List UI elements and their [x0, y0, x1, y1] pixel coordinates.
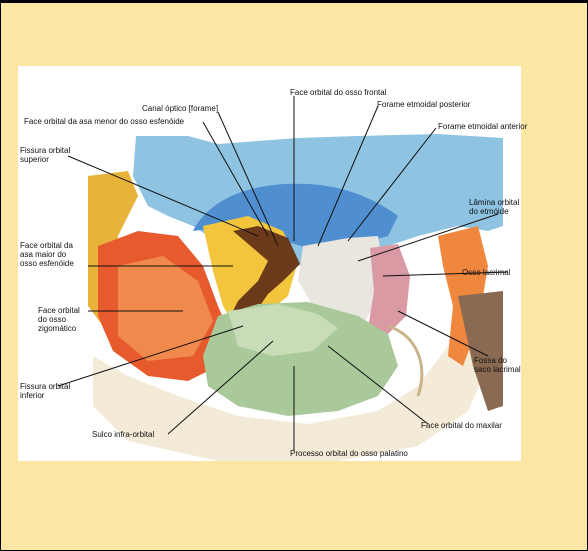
label-line: Fissura orbital — [20, 382, 70, 391]
label-line: do etmóide — [469, 207, 519, 216]
label-line: zigomático — [38, 324, 80, 333]
label-fossa-saco-lacrimal: Fossa do saco lacrimal — [474, 356, 521, 374]
label-canal-optico: Canal óptico [forame] — [142, 104, 218, 113]
label-line: asa maior do — [20, 250, 74, 259]
top-border — [0, 0, 588, 3]
label-face-orbital-asa-maior: Face orbital da asa maior do osso esfenó… — [20, 241, 74, 268]
label-line: inferior — [20, 391, 70, 400]
label-lamina-orbital-etmoide: Lâmina orbital do etmóide — [469, 198, 519, 216]
label-face-orbital-maxilar: Face orbital do maxilar — [421, 421, 502, 430]
label-line: do osso — [38, 315, 80, 324]
label-forame-etmoidal-anterior: Forame etmoidal anterior — [438, 122, 527, 131]
label-line: Lâmina orbital — [469, 198, 519, 207]
label-osso-lacrimal: Osso lacrimal — [462, 268, 510, 277]
label-line: Fissura orbital — [20, 146, 70, 155]
label-face-orbital-zigomatico: Face orbital do osso zigomático — [38, 306, 80, 333]
label-forame-etmoidal-posterior: Forame etmoidal posterior — [377, 100, 470, 109]
label-processo-orbital-palatino: Processo orbital do osso palatino — [290, 449, 408, 458]
label-line: Face orbital da — [20, 241, 74, 250]
label-line: Face orbital — [38, 306, 80, 315]
label-line: osso esfenóide — [20, 259, 74, 268]
orbit-illustration-panel: Face orbital do osso frontal Canal óptic… — [18, 66, 521, 461]
label-fissura-orbital-inferior: Fissura orbital inferior — [20, 382, 70, 400]
label-line: Fossa do — [474, 356, 521, 365]
label-face-orbital-asa-menor: Face orbital da asa menor do osso esfenó… — [24, 117, 184, 126]
label-face-orbital-frontal: Face orbital do osso frontal — [290, 88, 387, 97]
label-line: superior — [20, 155, 70, 164]
label-line: saco lacrimal — [474, 365, 521, 374]
label-sulco-infra-orbital: Sulco infra-orbital — [92, 430, 154, 439]
label-fissura-orbital-superior: Fissura orbital superior — [20, 146, 70, 164]
